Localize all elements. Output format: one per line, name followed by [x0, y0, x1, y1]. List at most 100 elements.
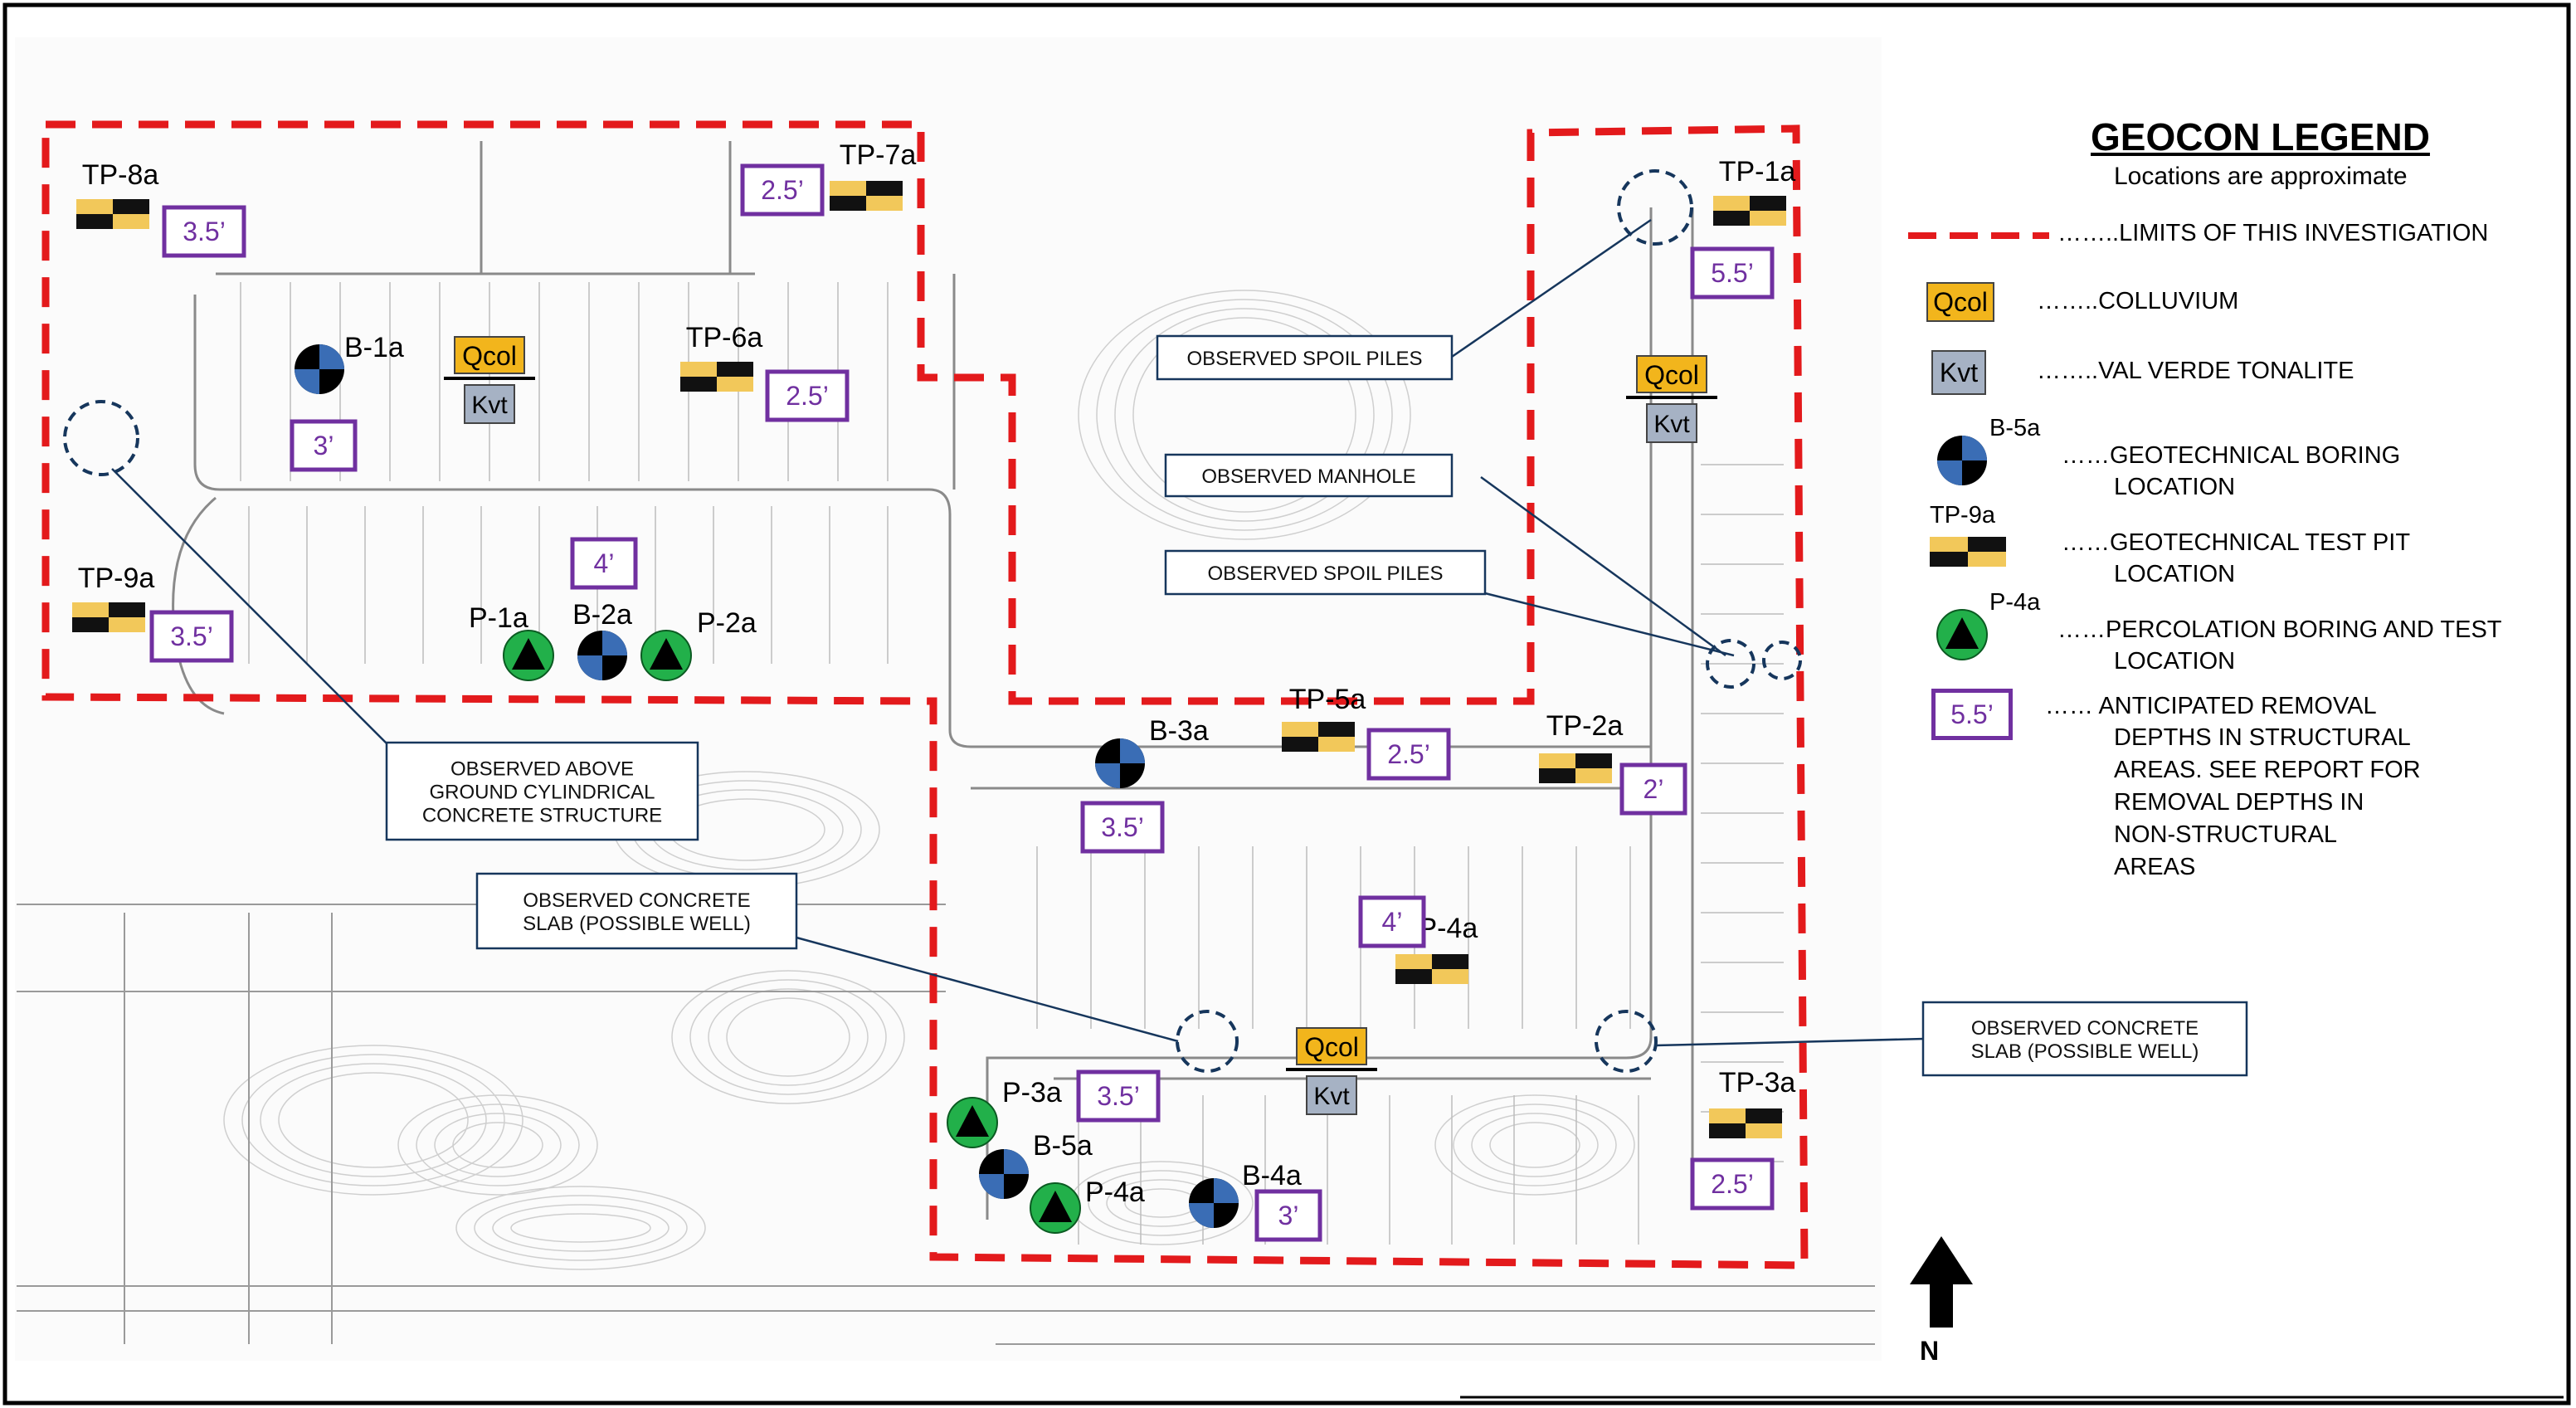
depth-box: [1076, 1069, 1161, 1123]
callout-leader-line: [1484, 592, 1735, 657]
boring-depth: 3’: [314, 431, 334, 460]
percolation-label: P-2a: [697, 607, 757, 639]
legend-item-colluvium: Qcol ……..COLLUVIUM: [1900, 282, 2564, 324]
percolation-label: P-3a: [1002, 1077, 1062, 1108]
qcol-label: Qcol: [1644, 360, 1699, 390]
percolation-icon: [1936, 609, 1988, 660]
callout-leaders: [111, 218, 1926, 1047]
test-pit-depth: 2.5’: [786, 381, 829, 411]
north-arrow-icon: [1910, 1236, 1973, 1328]
contour-line: [474, 1195, 688, 1261]
callout-text: OBSERVED CONCRETE: [523, 889, 750, 912]
legend-label-percolation-2: LOCATION: [2114, 648, 2236, 675]
contour-line: [397, 1094, 598, 1196]
contour-line: [1096, 299, 1393, 531]
callout-box: [385, 741, 699, 841]
test-pit-depth: 4’: [1382, 907, 1403, 937]
callout-leader-line: [1654, 1037, 1926, 1047]
depth-box: [1358, 895, 1426, 948]
test-pit-label: TP-1a: [1719, 156, 1796, 188]
test-pit-depth: 2.5’: [761, 175, 804, 205]
legend-label-tonalite: ……..VAL VERDE TONALITE: [2037, 358, 2354, 384]
callout-text: GROUND CYLINDRICAL: [429, 782, 655, 804]
test-pit-depth: 3.5’: [183, 217, 226, 246]
callout-leader-line: [111, 468, 391, 748]
kvt-box: [464, 384, 515, 424]
observed-feature-circle: [1595, 1010, 1658, 1073]
test-pit-depth: 2.5’: [1711, 1169, 1754, 1199]
percolation-icon: [1030, 1182, 1081, 1234]
callout-box: [1156, 334, 1454, 381]
legend-item-boring: B-5a ……GEOTECHNICAL BORING LOCATION: [1900, 415, 2564, 500]
callout-text: SLAB (POSSIBLE WELL): [1971, 1040, 2199, 1063]
boring-icon: [1189, 1178, 1239, 1228]
contour-line: [455, 1186, 706, 1270]
legend-label-boring: ……GEOTECHNICAL BORING: [2062, 442, 2401, 469]
observed-feature-markers: [63, 169, 1802, 1073]
test-pit-depth: 5.5’: [1711, 258, 1754, 288]
percolation-icon: [947, 1097, 998, 1148]
percolation-icon: [640, 630, 692, 681]
contour-line: [434, 1113, 562, 1177]
boring-icon: [577, 631, 627, 680]
kvt-box: [1306, 1075, 1357, 1115]
test-pit-icon: [72, 602, 145, 632]
test-pit-label: TP-3a: [1719, 1067, 1796, 1099]
test-pit-label: TP-8a: [82, 159, 159, 191]
exploration-markers: TP-8a3.5’TP-7a2.5’TP-6a2.5’TP-9a3.5’TP-1…: [72, 139, 1796, 1242]
observed-feature-circle: [1706, 639, 1755, 689]
test-pit-label: TP-7a: [840, 139, 917, 171]
percolation-label: P-1a: [469, 602, 528, 634]
callout-text: OBSERVED ABOVE: [450, 758, 634, 781]
test-pit-label: TP-9a: [78, 563, 155, 594]
legend-label-removal-line-2: AREAS. SEE REPORT FOR: [2114, 757, 2421, 783]
kvt-label: Kvt: [471, 392, 508, 419]
boring-icon: [1937, 436, 1987, 485]
test-pit-label: TP-5a: [1289, 684, 1366, 715]
test-pit-icon: [1539, 753, 1612, 783]
test-pit-depth: 3.5’: [170, 621, 213, 651]
test-pit-icon: [1282, 722, 1355, 752]
boring-icon: [1095, 738, 1145, 788]
callout-leader-line: [796, 936, 1179, 1043]
contour-line: [1078, 290, 1411, 540]
boring-depth: 4’: [594, 548, 615, 578]
legend-label-test-pit-2: LOCATION: [2114, 561, 2236, 587]
depth-box: [740, 163, 825, 217]
callout-text: CONCRETE STRUCTURE: [422, 805, 662, 827]
observed-feature-circle: [63, 400, 139, 476]
depth-box: [1690, 1157, 1775, 1211]
boring-label: B-3a: [1149, 715, 1209, 747]
contour-line: [510, 1213, 651, 1243]
north-arrow: N: [1908, 1236, 1975, 1366]
kvt-label: Kvt: [1313, 1083, 1350, 1110]
percolation-icon: [503, 630, 554, 681]
boring-depth: 3.5’: [1101, 812, 1144, 842]
qcol-box: [454, 336, 525, 374]
test-pit-icon: [680, 362, 753, 392]
boring-icon: [295, 344, 344, 394]
qcol-symbol: Qcol: [1926, 282, 1994, 322]
test-pit-icon: [1395, 954, 1468, 984]
contour-line: [1489, 1122, 1580, 1168]
legend-item-test-pit: TP-9a ……GEOTECHNICAL TEST PIT LOCATION: [1900, 502, 2564, 587]
boring-label: B-1a: [344, 332, 404, 363]
boring-label: B-4a: [1242, 1160, 1302, 1191]
test-pit-label: TP-2a: [1546, 710, 1624, 742]
contour-line: [671, 970, 905, 1104]
callout-box: [1164, 453, 1454, 498]
legend-label-removal-line-5: AREAS: [2114, 854, 2196, 880]
depth-box: [290, 419, 358, 472]
contour-line: [278, 1072, 469, 1168]
contour-line: [1114, 308, 1375, 522]
callout: OBSERVED SPOIL PILES: [1164, 549, 1487, 596]
qcol-box: [1296, 1027, 1367, 1065]
legend-item-percolation: P-4a ……PERCOLATION BORING AND TEST LOCAT…: [1900, 589, 2564, 675]
